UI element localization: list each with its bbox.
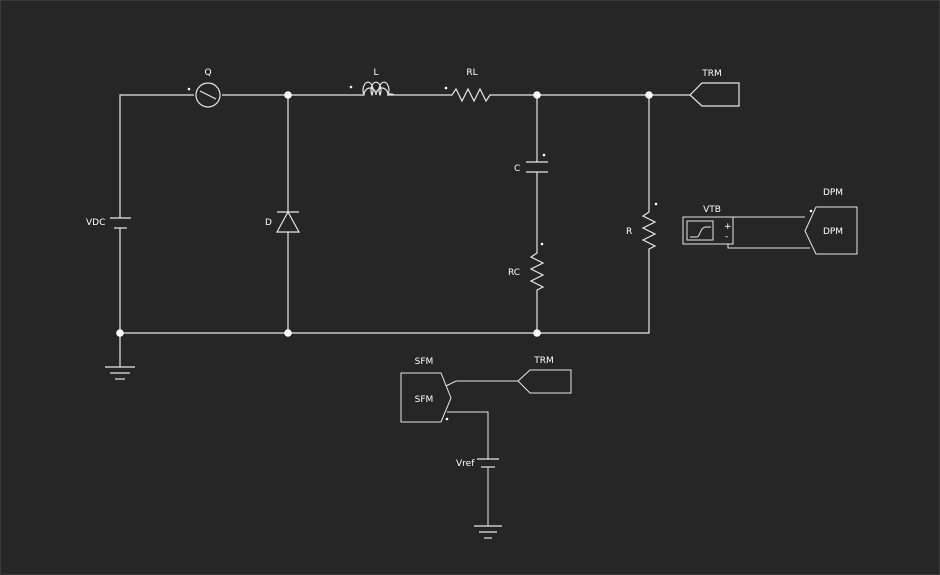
output-terminal-icon: [689, 82, 740, 107]
resistor-r-label: R: [626, 227, 632, 237]
wire-sfm-to-vref: [447, 411, 489, 459]
signal-meter-sfm[interactable]: SFM SFM: [400, 357, 452, 423]
input-terminal-icon: [517, 369, 572, 394]
switch-q[interactable]: Q: [187, 68, 221, 108]
wire-ground-rail: [120, 251, 650, 334]
vdc-label: VDC: [86, 218, 105, 228]
inductor-l[interactable]: L: [349, 68, 395, 97]
battery-icon: [110, 217, 131, 229]
output-terminal-label: TRM: [701, 69, 722, 79]
resistor-rc[interactable]: RC: [508, 242, 545, 293]
junction-dot: [116, 329, 124, 337]
junction-dot: [533, 329, 541, 337]
display-meter-inner-label: DPM: [823, 227, 843, 237]
battery-icon: [477, 458, 499, 468]
switch-circle-icon: [195, 82, 221, 108]
polarity-dot: [444, 86, 448, 90]
resistor-rl-label: RL: [466, 68, 477, 78]
signal-meter-icon: [400, 372, 452, 423]
polarity-dot: [445, 417, 449, 421]
polarity-dot: [187, 87, 191, 91]
capacitor-label: C: [514, 164, 520, 174]
resistor-zigzag-icon: [641, 207, 657, 251]
resistor-r[interactable]: R: [626, 202, 658, 251]
wire-vdc-to-q: [119, 94, 194, 218]
switch-label: Q: [204, 68, 211, 78]
voltmeter-trace-box: [686, 220, 714, 241]
inductor-turns: [362, 81, 394, 97]
junctions: [116, 91, 653, 337]
junction-dot: [533, 91, 541, 99]
wires: [119, 94, 690, 367]
display-meter-dpm[interactable]: DPM DPM: [804, 188, 858, 255]
voltmeter-label: VTB: [703, 205, 721, 215]
ground-icon: [105, 366, 135, 380]
display-meter-label: DPM: [823, 188, 843, 198]
signal-meter-inner-label: SFM: [415, 395, 434, 405]
wire-vtb-to-dpm: [732, 216, 805, 231]
input-terminal[interactable]: TRM: [517, 356, 572, 394]
voltage-source-vdc[interactable]: VDC: [86, 217, 131, 229]
polarity-dot: [654, 202, 658, 206]
resistor-rc-label: RC: [508, 268, 520, 278]
capacitor-icon: [526, 161, 548, 173]
step-response-icon: [690, 226, 711, 238]
reference-source-vref[interactable]: Vref: [456, 458, 499, 469]
junction-dot: [645, 91, 653, 99]
ground-icon: [474, 525, 502, 539]
sfm-wires: [445, 380, 518, 526]
output-terminal[interactable]: TRM: [689, 69, 740, 107]
display-meter-icon: [804, 206, 858, 255]
polarity-dot: [349, 85, 353, 89]
voltmeter-plus-sign: +: [724, 222, 732, 232]
diode-d[interactable]: D: [265, 210, 301, 233]
resistor-zigzag-icon: [529, 249, 545, 293]
signal-meter-label: SFM: [415, 357, 434, 367]
polarity-dot: [809, 209, 813, 213]
voltmeter-vtb[interactable]: + - VTB: [682, 205, 810, 249]
voltmeter-minus-sign: -: [725, 232, 728, 242]
wire-sfm-to-trm: [445, 380, 518, 387]
wire-vtb-return: [727, 244, 810, 249]
diode-label: D: [265, 218, 272, 228]
junction-dot: [284, 91, 292, 99]
polarity-dot: [542, 153, 546, 157]
resistor-zigzag-icon: [448, 87, 494, 103]
diode-icon: [275, 210, 301, 233]
inductor-label: L: [373, 68, 378, 78]
polarity-dot: [540, 242, 544, 246]
input-terminal-label: TRM: [533, 356, 554, 366]
vref-label: Vref: [456, 459, 475, 469]
resistor-rl[interactable]: RL: [444, 68, 494, 103]
junction-dot: [284, 329, 292, 337]
capacitor-c[interactable]: C: [514, 153, 548, 174]
